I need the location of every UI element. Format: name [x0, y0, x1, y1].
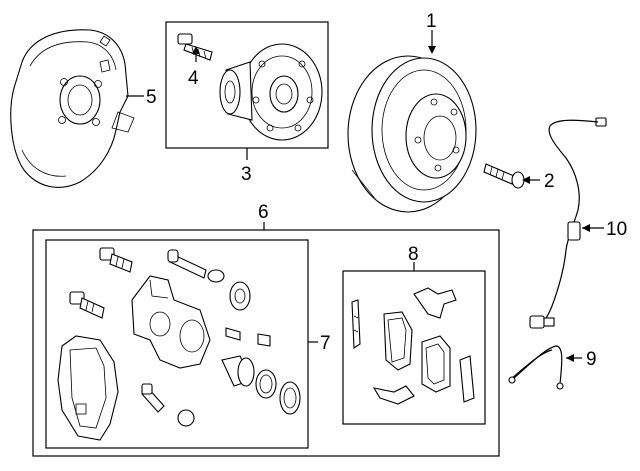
- dust-shield-drawing: [10, 29, 135, 188]
- caliper-assembly-box: [45, 239, 309, 449]
- arrowhead-10: [582, 224, 590, 232]
- caliper-drawing: [57, 247, 301, 441]
- abs-sensor-drawing: [529, 117, 607, 329]
- wheel-stud-drawing: [177, 33, 213, 61]
- callout-9: 9: [586, 349, 597, 370]
- callout-4: 4: [188, 68, 199, 89]
- arrowhead-1: [428, 46, 436, 54]
- callout-5: 5: [146, 87, 157, 108]
- brake-rotor-drawing: [347, 55, 477, 213]
- brake-hose-drawing: [508, 345, 564, 390]
- hub-bearing-drawing: [219, 43, 323, 141]
- bolt-drawing: [483, 163, 525, 189]
- callout-10: 10: [606, 219, 627, 240]
- callout-7: 7: [320, 333, 331, 354]
- callout-2: 2: [544, 171, 555, 192]
- caliper-kit-box: [32, 229, 500, 457]
- callout-1: 1: [426, 11, 437, 32]
- arrowhead-4: [192, 46, 200, 54]
- brake-pad-drawing: [351, 287, 475, 405]
- callout-8: 8: [408, 244, 419, 265]
- arrowhead-2: [522, 176, 530, 184]
- arrowhead-9: [566, 354, 574, 362]
- callout-6: 6: [258, 202, 269, 223]
- callout-3: 3: [241, 164, 252, 185]
